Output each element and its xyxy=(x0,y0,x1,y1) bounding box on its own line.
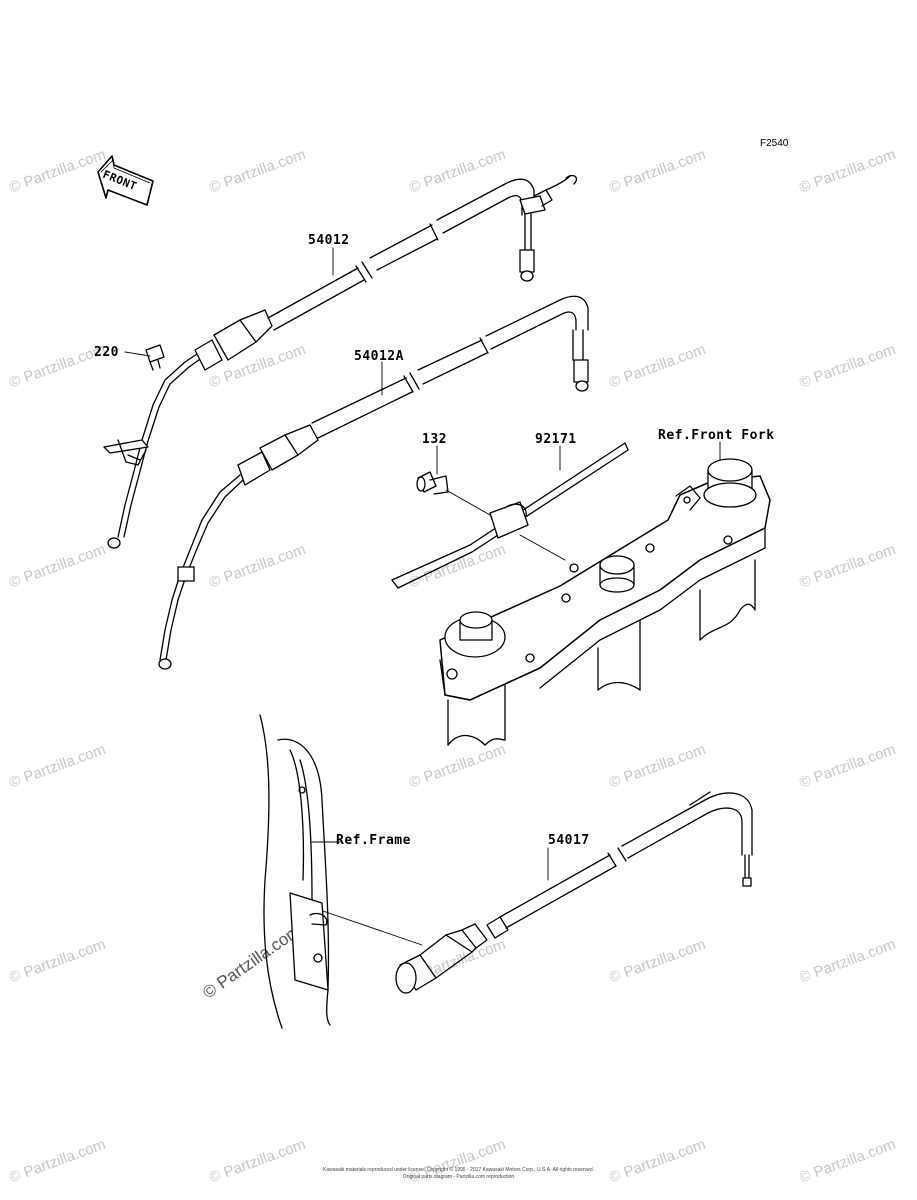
clamp-92171 xyxy=(391,442,629,589)
footer-note: Original parts diagram - Partzilla.com r… xyxy=(402,1174,515,1180)
frame-reference xyxy=(259,714,331,1029)
cable-54012 xyxy=(103,174,578,549)
screw-220 xyxy=(145,344,165,371)
ref-front-fork-label: Ref.Front Fork xyxy=(658,428,775,443)
bolt-132 xyxy=(416,471,449,495)
part-number-54017[interactable]: 54017 xyxy=(548,833,590,848)
part-number-54012A[interactable]: 54012A xyxy=(354,349,404,364)
front-fork-assembly xyxy=(439,458,771,746)
ref-frame-label: Ref.Frame xyxy=(336,833,411,848)
part-number-54012[interactable]: 54012 xyxy=(308,233,350,248)
diagram-code: F2540 xyxy=(760,138,789,149)
footer-copyright: Kawasaki materials reproduced under lice… xyxy=(322,1167,595,1173)
front-arrow-icon xyxy=(97,155,154,206)
part-number-220[interactable]: 220 xyxy=(94,345,119,360)
cable-54012A xyxy=(158,295,589,670)
part-number-92171[interactable]: 92171 xyxy=(535,432,577,447)
leader-lines xyxy=(124,247,721,946)
choke-cable-54017 xyxy=(395,791,753,994)
part-number-132[interactable]: 132 xyxy=(422,432,447,447)
